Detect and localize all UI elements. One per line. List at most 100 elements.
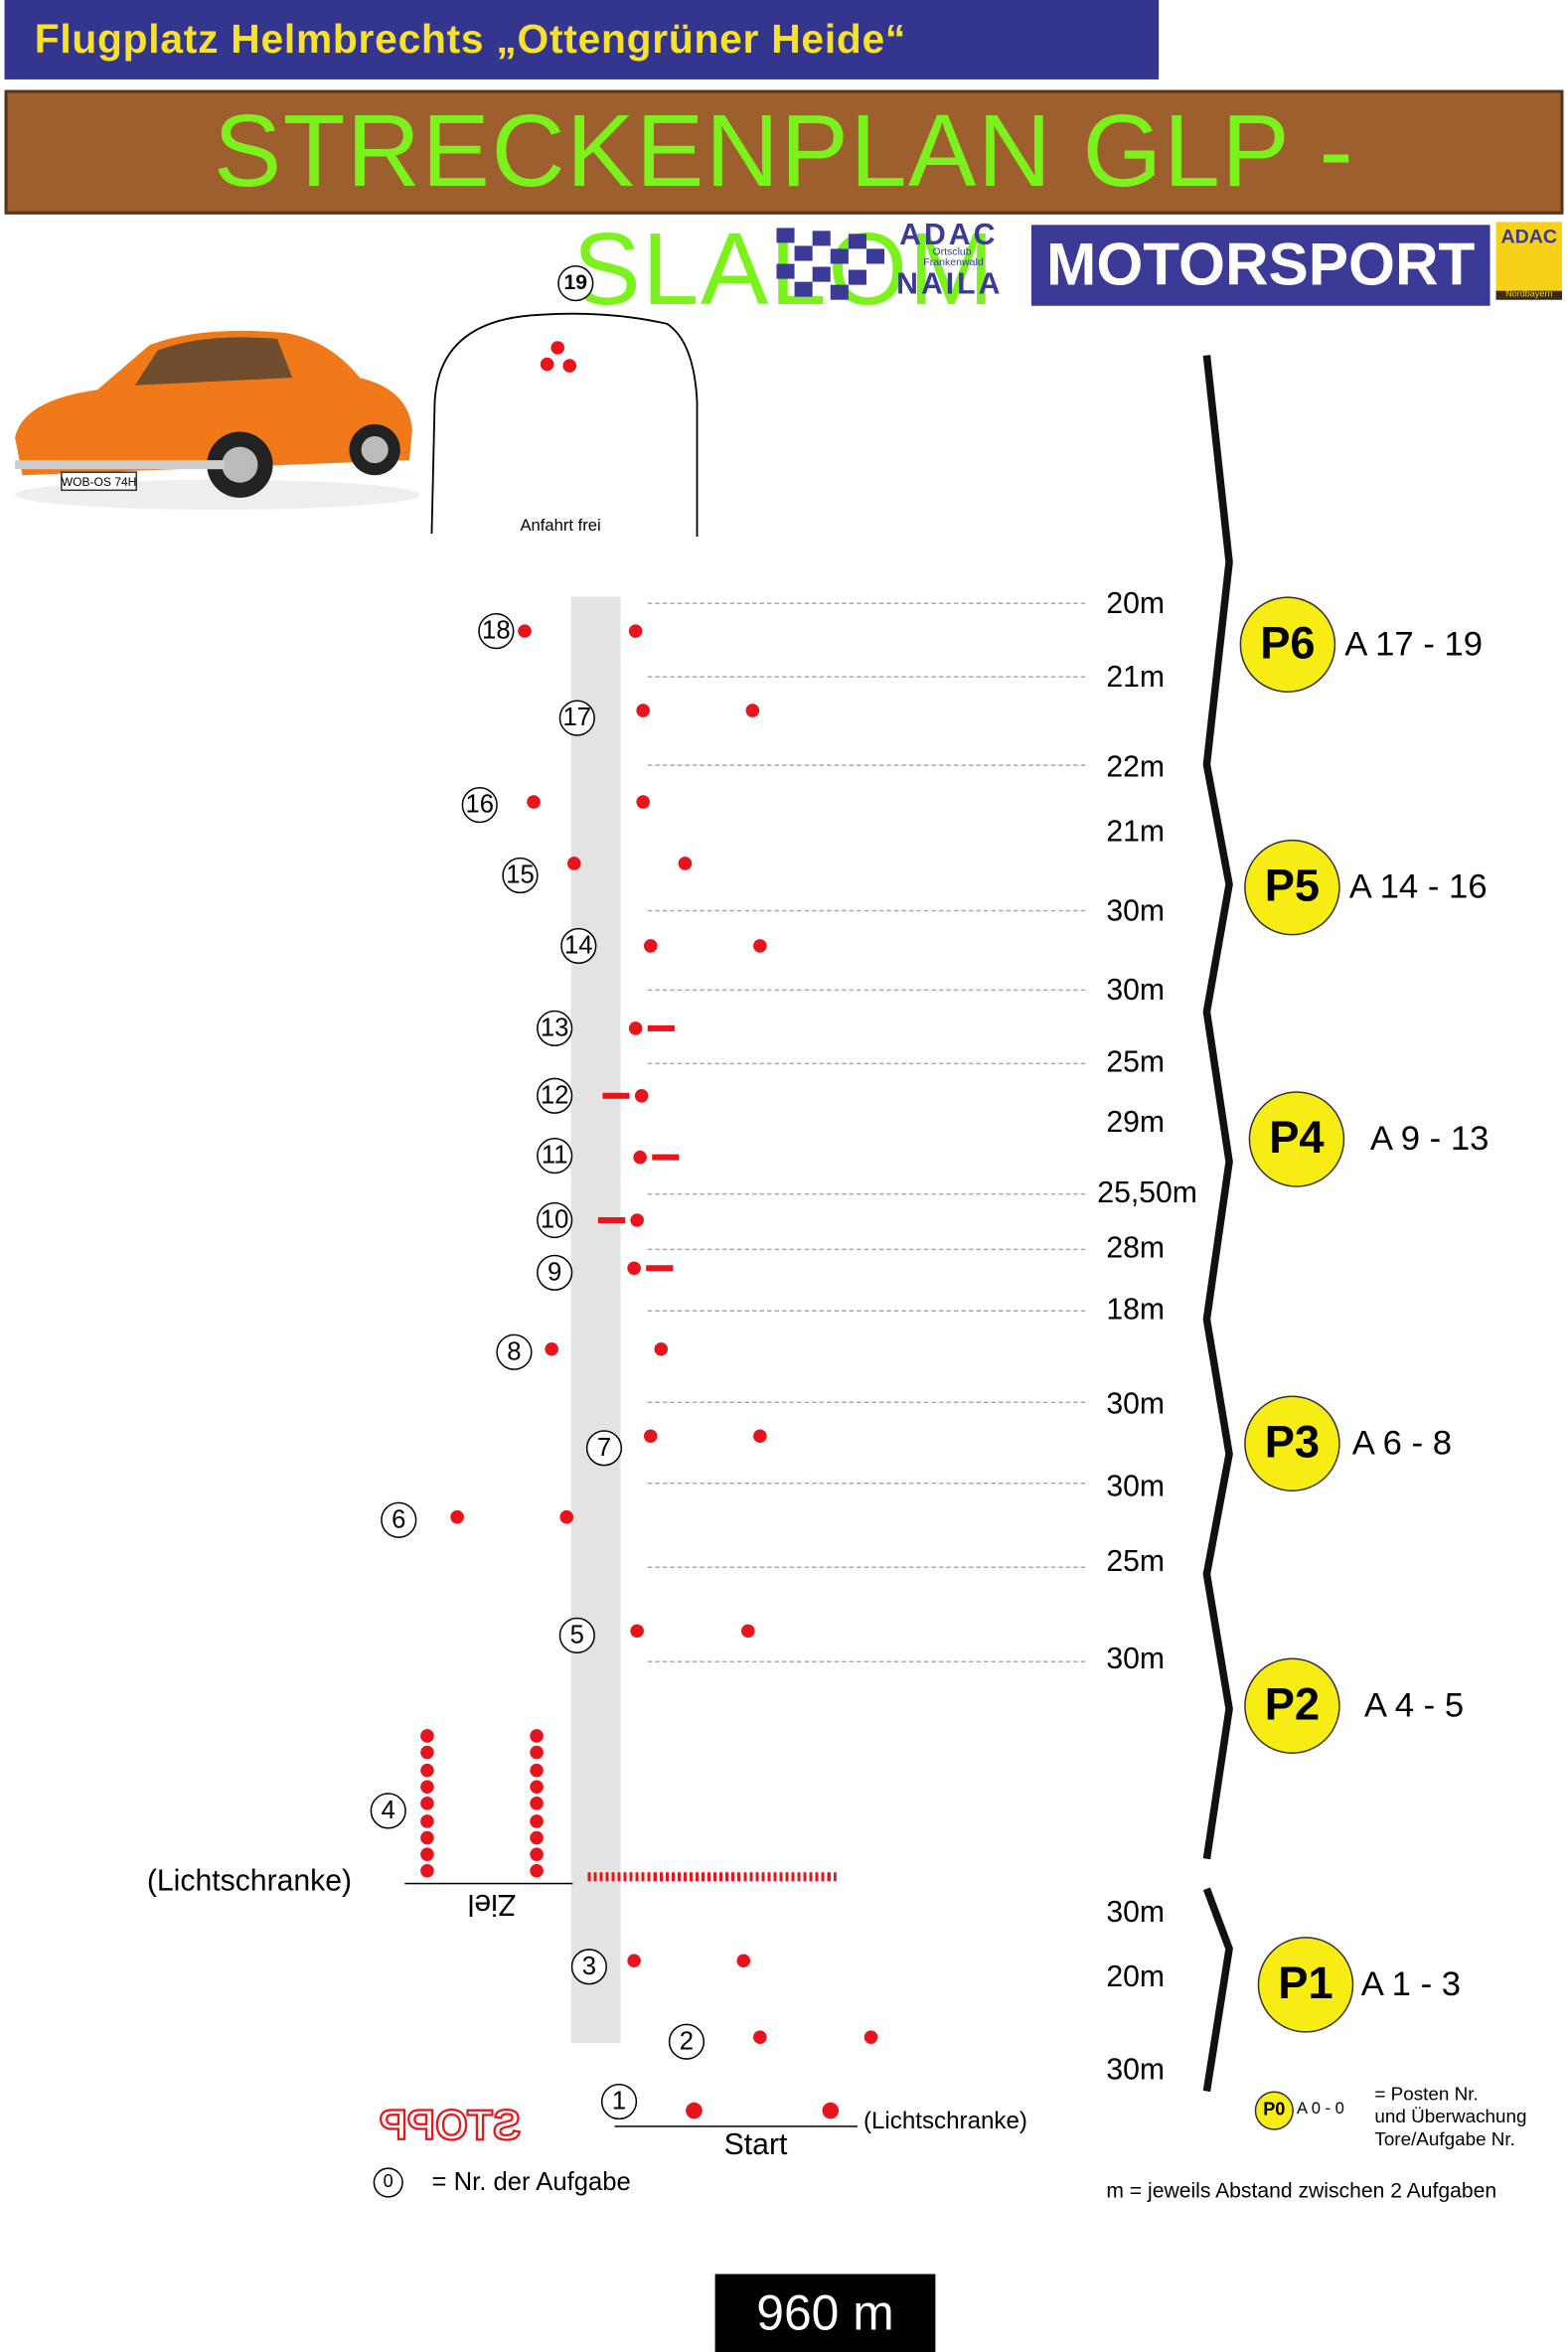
legend-post-text-3: Tore/Aufgabe Nr. [1374,2128,1515,2150]
distance-label: 28m [1106,1232,1166,1266]
distance-marker-line [647,1401,1086,1404]
task-number: 5 [558,1617,595,1653]
cone [420,1813,434,1827]
task-number: 16 [461,787,498,824]
distance-marker-line [647,1062,1086,1065]
post-marker: P3 [1244,1395,1340,1492]
distance-label: 22m [1106,750,1166,784]
post-task-range: A 4 - 5 [1363,1684,1465,1724]
cone [567,857,581,870]
distance-label: 21m [1106,815,1166,849]
cone [686,2102,703,2119]
cone [420,1729,434,1743]
cone [736,1954,751,1968]
cone [550,341,564,355]
cone [530,1847,544,1862]
distance-marker-line [647,1483,1086,1485]
cone [634,1088,649,1103]
gate-bar [646,1265,674,1272]
stop-sign-text: STOPP [379,2101,523,2149]
cone [518,624,532,638]
task-number: 6 [381,1501,417,1538]
adac-motorsport-logo: ADAC Ortsclub Frankenwald NAILA MOTORSPO… [776,219,1563,308]
distance-label: 25m [1106,1545,1166,1579]
cone [420,1797,434,1810]
cone [530,1864,544,1879]
cone [628,1021,643,1035]
legend-task-text: = Nr. der Aufgabe [431,2167,631,2197]
logo-naila: NAILA [896,268,1004,302]
cone [530,1780,544,1794]
cone [420,1780,434,1794]
cone [420,1847,434,1862]
cone [745,704,760,717]
post-task-range: A 14 - 16 [1348,865,1488,906]
post-task-range: A 9 - 13 [1369,1118,1490,1158]
distance-marker-line [647,764,1086,766]
distance-marker-line [647,1310,1086,1313]
cone [530,1797,544,1810]
finish-light-barrier-label: (Lichtschranke) [146,1864,353,1898]
post-marker: P6 [1239,596,1336,693]
post-zone-divider [1202,355,1233,2093]
task-number: 17 [558,700,595,736]
logo-frankenwald: Frankenwald [923,257,984,269]
finish-label: Ziel [467,1887,517,1921]
start-area-outline [430,312,699,538]
gate-bar [597,1216,626,1224]
distance-label: 25m [1106,1046,1166,1080]
distance-label: 25,50m [1097,1176,1197,1210]
cone [741,1624,755,1639]
legend-post-text-1: = Posten Nr. [1374,2083,1479,2106]
gate-bar [602,1092,630,1099]
page-title: STRECKENPLAN GLP - SLALOM [4,89,1564,327]
cone [450,1509,464,1524]
cone [420,1830,434,1845]
cone [822,2102,840,2119]
cone [627,1261,641,1276]
distance-marker-line [647,1192,1086,1195]
car-plate: WOB-OS 74H [62,475,137,489]
cone [540,357,554,372]
task-number: 13 [537,1010,573,1047]
cone [527,795,541,809]
cone [628,624,643,638]
distance-marker-line [647,989,1086,992]
cone [643,1429,658,1444]
cone [633,1150,647,1165]
cone [420,1763,434,1777]
legend-task-symbol: 0 [373,2167,403,2198]
post-marker: P5 [1244,839,1340,936]
checkered-flag-icon [776,228,885,300]
cone [636,704,650,717]
post-marker: P2 [1244,1657,1340,1755]
logo-motorsport: MOTORSPORT [1030,225,1490,306]
logo-ortsclub: Ortsclub [932,246,972,258]
distance-marker-line [647,1566,1086,1568]
task-number: 7 [585,1430,623,1467]
task-number: 3 [570,1949,607,1985]
task-number-19: 19 [557,265,594,302]
distance-label: 30m [1106,894,1166,928]
distance-marker-line [647,602,1086,604]
legend-post-text-2: und Überwachung [1374,2106,1527,2127]
post-marker: P4 [1248,1091,1345,1187]
total-length-box: 960 m [714,2274,936,2352]
distance-label: 30m [1106,1387,1166,1422]
distance-label: 30m [1106,1643,1166,1676]
cone [643,939,658,953]
cone [630,1213,644,1227]
gate-bar [647,1024,675,1031]
task-number: 1 [600,2083,638,2120]
adac-badge: ADAC Nordbayern [1495,222,1562,300]
cone [863,2030,878,2044]
distance-marker-line [647,909,1086,912]
legend-distance-note: m = jeweils Abstand zwischen 2 Aufgaben [1106,2177,1497,2203]
start-label: Start [723,2128,788,2162]
task-number: 15 [502,857,539,894]
distance-label: 21m [1106,661,1166,695]
distance-marker-line [647,676,1086,678]
start-area-label: Anfahrt frei [520,517,601,536]
cone [420,1864,434,1879]
post-task-range: A 17 - 19 [1344,623,1484,663]
